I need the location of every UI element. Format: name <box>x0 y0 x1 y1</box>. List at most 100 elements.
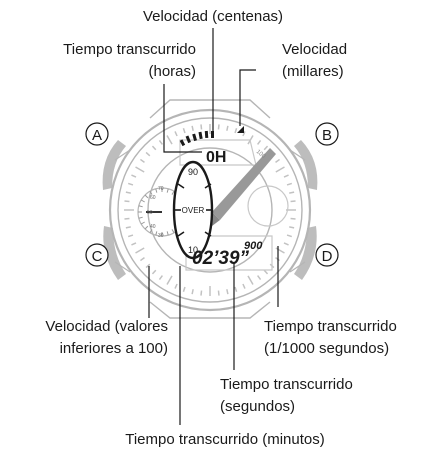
bezel-tick <box>139 158 145 163</box>
bezel-tick <box>158 139 163 145</box>
bezel-tick <box>131 242 137 246</box>
bezel-tick <box>263 145 269 151</box>
button-b-label: B <box>322 127 332 144</box>
label-elapsed-min: Tiempo transcurrido (minutos) <box>125 431 325 448</box>
bezel-tick <box>226 289 229 295</box>
subdial-tick <box>144 194 149 199</box>
bezel-tick <box>217 290 220 296</box>
bezel-tick <box>135 166 145 173</box>
bezel-tick <box>139 257 145 262</box>
bezel-tick <box>257 275 262 281</box>
bezel-tick <box>247 275 254 285</box>
bezel-tick <box>135 247 145 254</box>
bezel-tick <box>174 283 178 289</box>
button-b: B <box>315 122 339 146</box>
subdial-tick <box>144 225 149 230</box>
lcd-milliseconds: 900 <box>244 240 263 252</box>
label-speed-thousands-line1: Velocidad <box>282 41 348 58</box>
label-speed-thousands-line2: (millares) <box>282 63 344 80</box>
label-elapsed-sec-line1: Tiempo transcurrido <box>220 376 353 393</box>
subdial-tick-50: 50 <box>147 210 153 216</box>
bezel-tick <box>151 269 157 275</box>
bezel-tick <box>289 191 295 194</box>
subdial-tick <box>171 190 175 195</box>
bezel-tick <box>125 226 131 229</box>
bezel-tick <box>182 286 186 293</box>
bezel-tick <box>191 289 194 295</box>
button-a: A <box>85 122 109 146</box>
subdial-tick <box>171 229 175 234</box>
bezel-tick <box>124 217 130 220</box>
label-speed-hundreds: Velocidad (centenas) <box>142 8 284 25</box>
leader-lines <box>148 28 279 425</box>
bezel-tick <box>124 200 130 203</box>
watch-case <box>108 99 312 319</box>
bezel-tick <box>275 166 285 173</box>
label-elapsed-sec-line2: (segundos) <box>220 398 296 415</box>
bezel-tick <box>125 191 131 194</box>
subdial-tick-60: 60 <box>150 195 156 201</box>
bezel-tick <box>242 283 246 289</box>
button-d-label: D <box>322 248 333 265</box>
bezel-tick <box>200 124 203 130</box>
bezel-tick <box>127 234 134 238</box>
label-elapsed-hours-line2: (horas) <box>148 63 196 80</box>
bezel-tick <box>166 275 173 285</box>
bezel-tick <box>234 286 238 293</box>
bezel-tick <box>286 182 293 186</box>
bezel-tick <box>257 139 262 145</box>
bezel-tick <box>290 200 296 203</box>
subdial-tick-70: 70 <box>158 186 164 192</box>
bezel-tick <box>158 275 163 281</box>
dial-label-over: OVER <box>182 206 205 215</box>
subdial-tick <box>149 229 153 234</box>
speed-hundreds-bar <box>179 130 214 147</box>
bezel-tick <box>275 247 285 254</box>
subdial-tick <box>166 231 169 236</box>
bezel-tick <box>283 174 289 178</box>
button-a-label: A <box>92 127 102 144</box>
subdial-tick <box>155 188 158 193</box>
bezel-tick <box>242 131 246 137</box>
bezel-tick <box>217 124 220 130</box>
bezel-tick <box>166 135 173 145</box>
bezel-tick <box>145 151 151 157</box>
speed-dial-oval: 90 OVER 10 <box>172 160 214 260</box>
subdial-tick-30: 30 <box>158 233 164 239</box>
bezel-tick <box>234 127 238 134</box>
bezel-tick <box>200 290 203 296</box>
bezel-tick <box>286 234 293 238</box>
subdial-tick-40: 40 <box>150 224 156 230</box>
bezel-tick <box>289 226 295 229</box>
label-elapsed-ms-line1: Tiempo transcurrido <box>264 318 397 335</box>
label-speed-below100-line1: Velocidad (valores <box>45 318 168 335</box>
bezel-tick <box>275 158 281 163</box>
bezel-tick <box>131 174 137 178</box>
label-elapsed-hours-line1: Tiempo transcurrido <box>63 41 196 58</box>
bezel-tick <box>174 131 178 137</box>
bezel-tick <box>283 242 289 246</box>
subdial-tick <box>149 190 153 195</box>
bezel-tick <box>263 269 269 275</box>
bezel-tick <box>290 217 296 220</box>
subdial-tick <box>140 221 145 225</box>
bezel-tick <box>145 263 151 269</box>
dial-label-10: 10 <box>188 245 198 255</box>
pusher-buttons <box>102 140 318 280</box>
right-subdial <box>247 185 289 227</box>
subdial-tick <box>140 199 145 203</box>
button-c: C <box>85 243 109 267</box>
subdial-tick <box>138 205 143 208</box>
subdial-tick <box>155 231 158 236</box>
bezel-tick <box>127 182 134 186</box>
bezel-mark: 100 <box>255 149 267 160</box>
thousands-indicator <box>237 126 244 133</box>
label-elapsed-ms-line2: (1/1000 segundos) <box>264 340 390 357</box>
button-c-label: C <box>92 248 103 265</box>
subdial-tick <box>138 216 143 219</box>
bezel-tick <box>151 145 157 151</box>
lcd-hours: 0H <box>206 149 226 166</box>
dial-label-90: 90 <box>188 167 198 177</box>
